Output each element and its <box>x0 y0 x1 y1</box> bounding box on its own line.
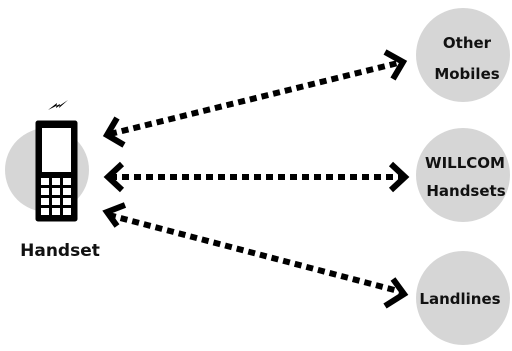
landlines-circle <box>416 251 510 345</box>
destination-other-mobiles: Other Mobiles <box>416 8 510 102</box>
link-landlines-line <box>108 212 403 295</box>
arrowhead-other-mobiles <box>383 49 408 81</box>
other-mobiles-label-line2: Mobiles <box>434 65 499 83</box>
arrowhead-handset-top <box>102 116 126 148</box>
willcom-handsets-circle <box>416 128 510 222</box>
arrowhead-handset-middle <box>103 161 125 193</box>
destination-willcom-handsets: WILLCOM Handsets <box>416 128 510 222</box>
handset-label: Handset <box>20 241 100 261</box>
destination-landlines: Landlines <box>416 251 510 345</box>
mobile-phone-icon <box>35 120 78 222</box>
link-landlines <box>102 202 409 309</box>
arrowhead-willcom-handsets <box>388 161 410 193</box>
other-mobiles-circle <box>416 8 510 102</box>
link-willcom-handsets <box>103 161 410 193</box>
other-mobiles-label-line1: Other <box>443 34 492 52</box>
landlines-label: Landlines <box>419 290 500 308</box>
willcom-handsets-label-line2: Handsets <box>426 182 505 200</box>
arrowhead-handset-bottom <box>102 202 127 228</box>
link-other-mobiles <box>102 49 408 148</box>
link-other-mobiles-line <box>109 59 403 137</box>
willcom-handsets-label-line1: WILLCOM <box>425 154 505 172</box>
arrowhead-landlines <box>383 277 409 309</box>
handset-node: Handset <box>5 100 100 261</box>
lightning-signal-icon <box>48 100 68 110</box>
